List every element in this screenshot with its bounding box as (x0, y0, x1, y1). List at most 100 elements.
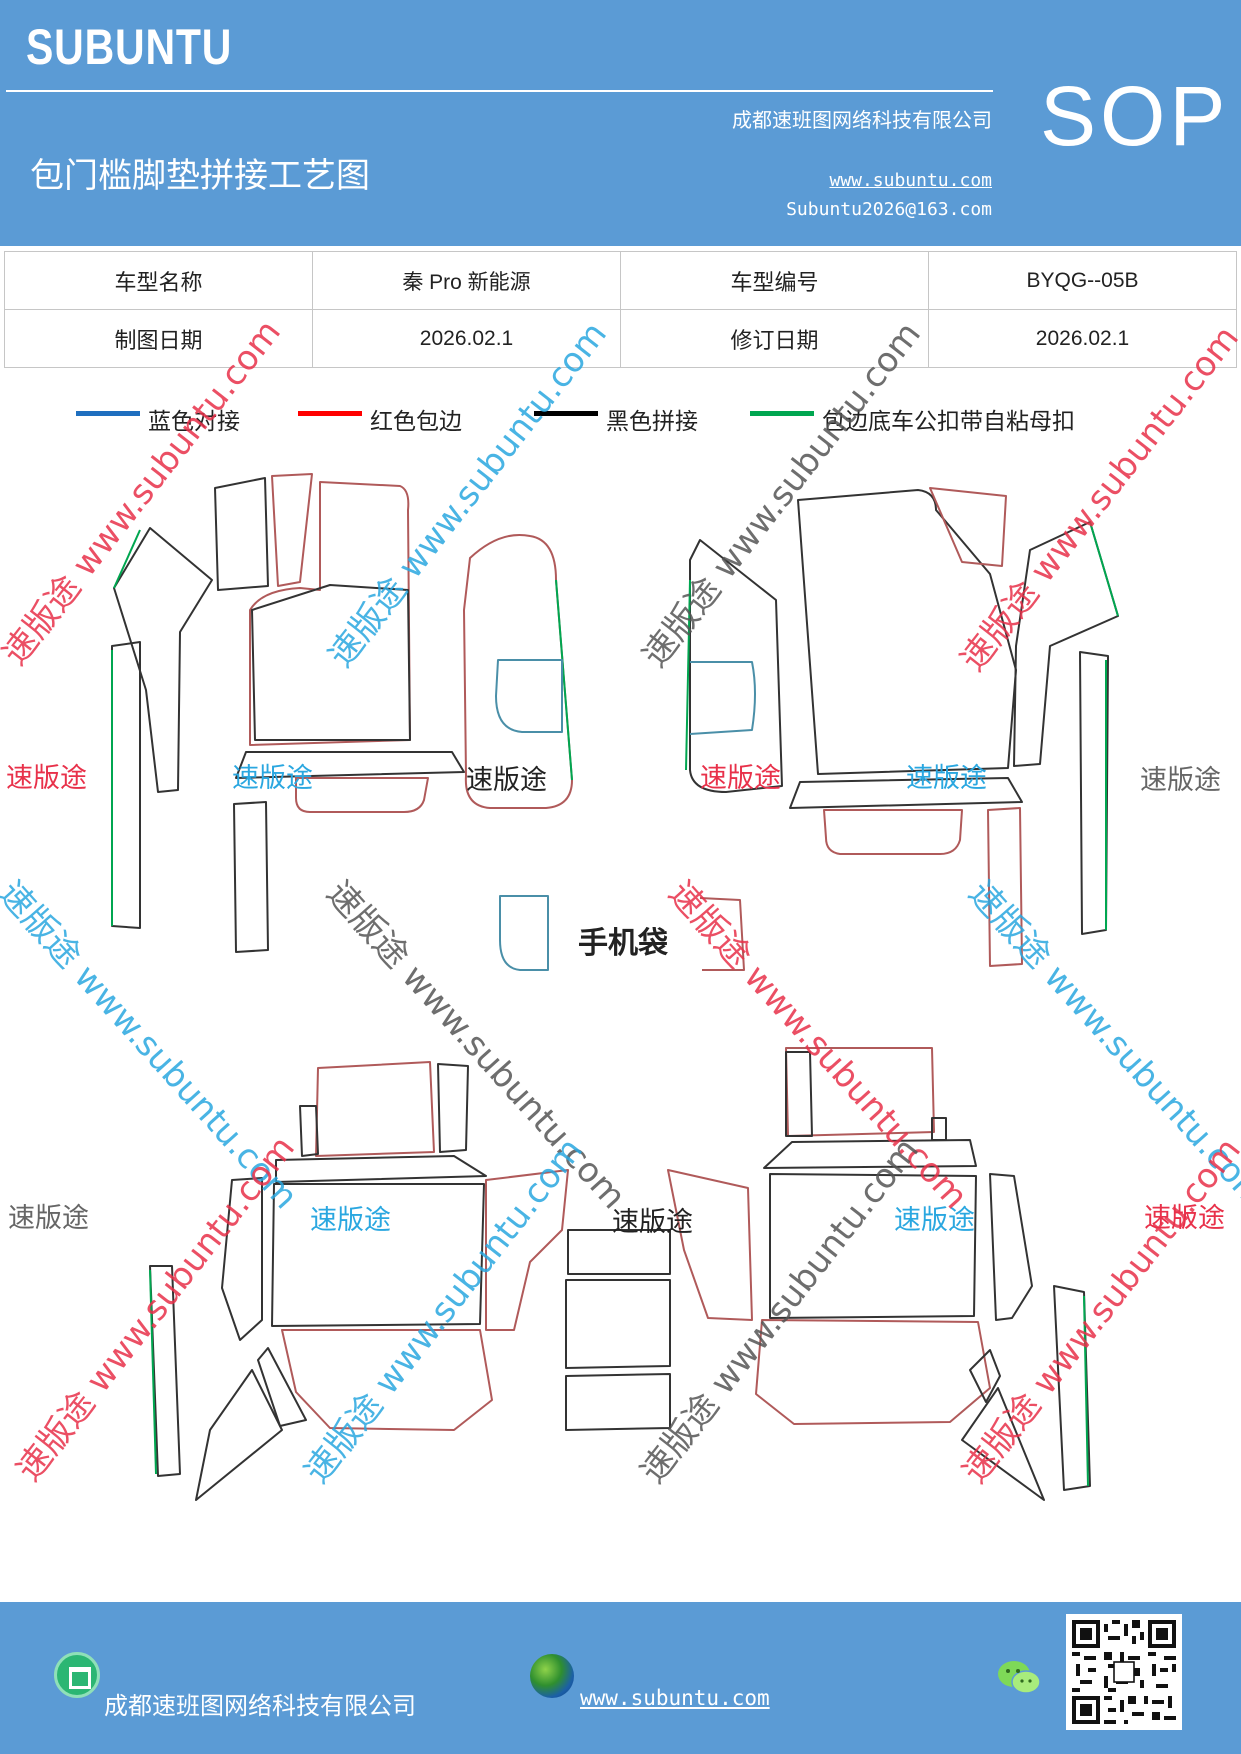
mat-group-front-left (111, 473, 573, 953)
table-row: 车型名称 秦 Pro 新能源 车型编号 BYQG--05B (4, 251, 1237, 310)
footer-website-link[interactable]: www.subuntu.com (580, 1686, 770, 1710)
mat-piece (989, 1173, 1033, 1321)
mat-piece (295, 777, 429, 813)
mat-piece (823, 809, 963, 855)
mat-piece (789, 777, 1023, 809)
mat-edge-green (1083, 1295, 1089, 1487)
mat-piece (235, 751, 465, 779)
mat-piece (111, 641, 141, 929)
mat-piece (257, 1347, 307, 1427)
mat-group-rear-left (149, 1061, 569, 1501)
mat-piece (565, 1373, 671, 1431)
sop-badge: SOP (1040, 69, 1230, 163)
mat-piece (567, 1229, 671, 1275)
brand-mark: 速版途 (906, 763, 987, 794)
mat-piece (565, 1279, 671, 1369)
mat-piece (315, 1061, 435, 1157)
mat-piece-blue (495, 659, 563, 733)
mat-piece (463, 534, 573, 809)
mat-piece (1079, 651, 1109, 935)
model-name-value: 秦 Pro 新能源 (312, 251, 621, 310)
draw-date-label: 制图日期 (4, 309, 313, 368)
qr-code (1066, 1614, 1182, 1730)
phone-pocket-right (699, 897, 745, 971)
mat-edge-green (113, 529, 141, 589)
legend-label: 黑色拼接 (606, 409, 698, 435)
mat-piece (755, 1319, 991, 1425)
mat-piece (299, 1105, 319, 1157)
table-row: 制图日期 2026.02.1 修订日期 2026.02.1 (4, 309, 1237, 368)
home-icon (54, 1652, 100, 1698)
mat-piece (987, 807, 1023, 967)
legend-item-green: 包边底车公扣带自粘母扣 (750, 402, 1075, 436)
mat-piece (149, 1265, 181, 1477)
mat-piece (1053, 1285, 1091, 1491)
legend-item-red: 红色包边 (298, 402, 462, 436)
phone-pocket-left (499, 895, 549, 971)
mat-piece (929, 487, 1007, 567)
brand-logo-text: SUBUNTU (26, 19, 233, 75)
mat-group-rear-right (667, 1047, 1091, 1501)
brand-mark: 速版途 (310, 1205, 391, 1236)
mat-edge-green (555, 579, 573, 781)
mat-piece (281, 1329, 493, 1431)
revise-date-value: 2026.02.1 (928, 309, 1237, 368)
mat-piece (233, 801, 269, 953)
legend-swatch (534, 410, 598, 416)
model-code-label: 车型编号 (620, 251, 929, 310)
mat-piece (961, 1387, 1045, 1501)
mat-piece (769, 1173, 977, 1319)
mat-piece (969, 1349, 1001, 1403)
qr-code-pattern (1072, 1620, 1176, 1724)
brand-mark: 速版途 (1140, 765, 1221, 796)
mat-piece (667, 1169, 753, 1321)
globe-icon (530, 1654, 574, 1698)
mat-piece (251, 584, 411, 741)
brand-mark: 速版途 (232, 763, 313, 794)
model-code-value: BYQG--05B (928, 251, 1237, 310)
mat-piece (485, 1169, 569, 1331)
footer-company: 成都速班图网络科技有限公司 (104, 1692, 416, 1720)
mat-piece (214, 477, 269, 591)
mat-piece (785, 1047, 935, 1137)
mat-group-front-right (499, 487, 1119, 971)
legend-item-black: 黑色拼接 (534, 402, 698, 436)
brand-mark: 速版途 (8, 1203, 89, 1234)
mat-piece (221, 1177, 263, 1341)
mat-piece (275, 1155, 487, 1183)
mat-edge-green (685, 579, 691, 771)
header-divider (6, 90, 993, 92)
draw-date-value: 2026.02.1 (312, 309, 621, 368)
brand-mark: 速版途 (466, 765, 547, 796)
mat-piece (113, 527, 213, 793)
mat-edge-green (1089, 521, 1119, 617)
legend-swatch (750, 410, 814, 416)
mat-piece (249, 481, 411, 746)
model-name-label: 车型名称 (4, 251, 313, 310)
mat-piece (689, 539, 783, 793)
wechat-icon (998, 1661, 1041, 1694)
brand-mark: 速版途 (894, 1205, 975, 1236)
mat-piece (763, 1139, 977, 1169)
mat-piece-blue (689, 661, 756, 735)
legend-swatch (298, 410, 362, 416)
mat-piece (271, 473, 313, 587)
color-legend: 蓝色对接 红色包边 黑色拼接 包边底车公扣带自粘母扣 (0, 402, 1241, 442)
mat-group-center (565, 1229, 671, 1431)
legend-label: 包边底车公扣带自粘母扣 (822, 409, 1075, 435)
phone-pocket-label: 手机袋 (578, 926, 668, 961)
brand-mark: 速版途 (1144, 1203, 1225, 1234)
legend-swatch (76, 410, 140, 416)
mat-piece (437, 1063, 469, 1153)
legend-label: 红色包边 (370, 409, 462, 435)
mat-outlines (111, 473, 1119, 1501)
legend-item-blue: 蓝色对接 (76, 402, 240, 436)
header-website-link[interactable]: www.subuntu.com (829, 170, 992, 191)
page-header: SUBUNTU 成都速班图网络科技有限公司 包门槛脚垫拼接工艺图 www.sub… (0, 0, 1241, 246)
mat-piece (797, 489, 1017, 775)
mat-piece (195, 1369, 283, 1501)
document-title: 包门槛脚垫拼接工艺图 (30, 156, 370, 196)
brand-mark: 速版途 (6, 763, 87, 794)
brand-mark: 速版途 (612, 1207, 693, 1238)
brand-mark: 速版途 (700, 763, 781, 794)
